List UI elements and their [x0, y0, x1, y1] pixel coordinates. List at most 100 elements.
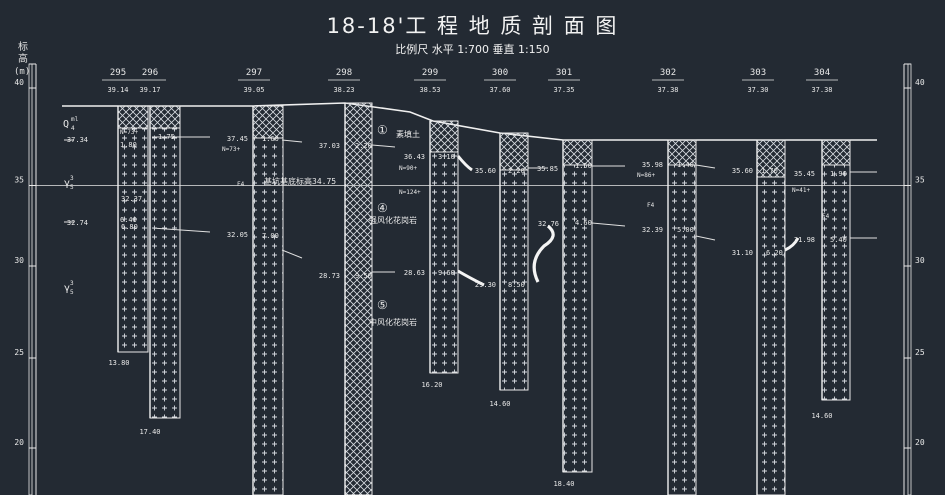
axis-tick-label: 40 — [14, 78, 24, 87]
fill-soil-column — [499, 132, 529, 171]
layer-5-number: ⑤ — [377, 298, 388, 312]
layer-4-number: ④ — [377, 201, 388, 215]
layer-gamma-sup: 3 — [70, 175, 74, 182]
layer-gamma-sub: 5 — [70, 184, 74, 191]
axis-label-unit: (m) — [14, 67, 30, 77]
borehole-elevation: 37.38 — [811, 86, 832, 94]
layer-depth-value: 1.70 — [761, 167, 778, 175]
layer-depth-value: 1.80 — [120, 141, 137, 149]
fill-soil-column — [562, 139, 593, 166]
granite-column — [117, 127, 149, 353]
layer-depth-value: 5.00 — [677, 226, 694, 234]
spt-annotation: N=73+ — [222, 146, 240, 153]
borehole-id: 302 — [660, 68, 676, 78]
layer-elevation-value: 28.73 — [319, 272, 340, 280]
borehole-id: 304 — [814, 68, 830, 78]
layer-elevation-value: 29.30 — [475, 281, 496, 289]
layer-gamma-sup: 3 — [70, 280, 74, 287]
borehole-header: 301 37.35 — [548, 68, 580, 94]
borehole-elevation: 38.23 — [333, 86, 354, 94]
scale-subtitle: 比例尺 水平 1:700 垂直 1:150 — [395, 43, 550, 56]
fill-soil-column — [252, 105, 284, 139]
layer-depth-value: 9.60 — [438, 269, 455, 277]
layer-1-name: 素填土 — [396, 129, 420, 139]
axis-label-char: 标 — [18, 41, 28, 53]
borehole-id: 299 — [422, 68, 438, 78]
granite-column — [667, 164, 697, 495]
borehole-id: 303 — [750, 68, 766, 78]
foundation-label: 基坑基底标高34.75 — [264, 176, 336, 186]
layer-depth-value: 7.00 — [262, 232, 279, 240]
layer-gamma-label: γ — [64, 283, 70, 294]
borehole-depth-label: 13.80 — [108, 359, 129, 367]
borehole-id: 301 — [556, 68, 572, 78]
layer-depth-value: 6.40 — [120, 216, 137, 224]
layer-depth-value: 9.50 — [355, 272, 372, 280]
layer-elevation-value: 31.98 — [794, 236, 815, 244]
layer-elevation-value: 35.60 — [732, 167, 753, 175]
layer-depth-value: 3.10 — [438, 153, 455, 161]
layer-q4-sub: 4 — [71, 125, 75, 132]
borehole-depth-label: 18.40 — [553, 480, 574, 488]
layer-depth-value: 32.37 — [121, 195, 142, 203]
layer-depth-value: 8.50 — [508, 281, 525, 289]
layer-depth-value: 4.60 — [575, 219, 592, 227]
spt-annotation: N=90+ — [399, 165, 417, 172]
axis-tick-label: 20 — [915, 438, 925, 447]
granite-column — [756, 176, 786, 495]
layer-elevation-value: 28.63 — [404, 269, 425, 277]
layer-depth-value: 1.50 — [575, 162, 592, 170]
layer-elevation-value: 32.39 — [642, 226, 663, 234]
layer-q4-sup: ml — [71, 116, 79, 123]
layer-elevation-value: 35.98 — [642, 161, 663, 169]
axis-tick-label: 30 — [14, 256, 24, 265]
borehole-elevation: 37.35 — [553, 86, 574, 94]
stratum-labels: Q ml 4 γ 3 5 γ 3 5 ① 素填土 基坑基底标高34.75 ④ 强… — [63, 116, 420, 327]
borehole-depth-label: 16.20 — [421, 381, 442, 389]
borehole-299: 29938.5316.2036.4328.633.109.60N=90+N=12… — [399, 68, 459, 389]
layer-4-name: 强风化花岗岩 — [369, 215, 417, 225]
layer-elevation-value: 37.03 — [319, 142, 340, 150]
layer-gamma-label: γ — [64, 178, 70, 189]
layer-5-name: 中风化花岗岩 — [369, 317, 417, 327]
borehole-elevation: 39.05 — [243, 86, 264, 94]
layer-elevation-value: 32.74 — [67, 219, 88, 227]
borehole-elevation: 39.14 — [107, 86, 128, 94]
layer-elevation-value: 37.45 — [227, 135, 248, 143]
layer-elevation-value: 35.60 — [475, 167, 496, 175]
axis-tick-label: 35 — [915, 176, 925, 185]
axis-tick-label: 40 — [915, 78, 925, 87]
axis-label-char: 高 — [18, 52, 28, 65]
borehole-depth-label: 14.60 — [489, 400, 510, 408]
layer-elevation-value: 32.05 — [227, 231, 248, 239]
borehole-elevation: 39.17 — [139, 86, 160, 94]
granite-column — [429, 151, 459, 374]
borehole-elevation: 38.53 — [419, 86, 440, 94]
fill-soil-column — [117, 105, 149, 129]
axis-tick-label: 30 — [915, 256, 925, 265]
borehole-elevation: 37.60 — [489, 86, 510, 94]
fill-soil-column — [344, 102, 373, 495]
layer-depth-value: 1.75 — [158, 133, 175, 141]
layer-depth-value: 1.60 — [262, 135, 279, 143]
granite-column — [562, 164, 593, 473]
borehole-header: 304 37.38 — [806, 68, 838, 94]
layer-depth-value: 6.20 — [766, 249, 783, 257]
fill-soil-column — [756, 139, 786, 178]
spt-annotation: N=41+ — [792, 187, 810, 194]
ground-surface-line — [62, 102, 877, 141]
